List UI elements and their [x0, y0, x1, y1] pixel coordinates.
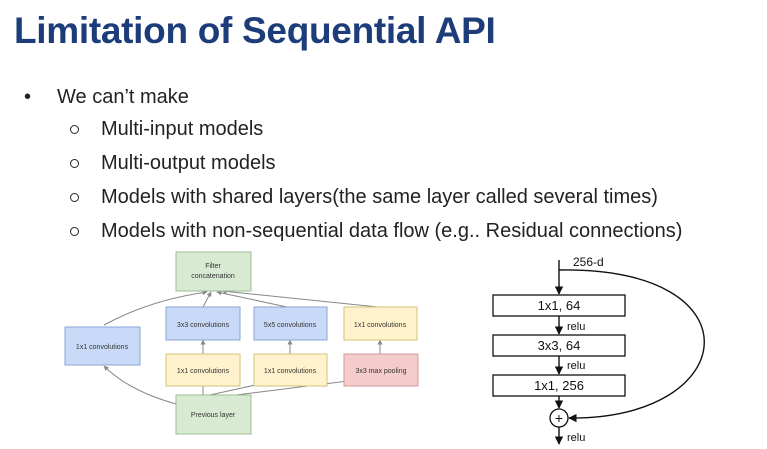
top-conv-box: 1x1 convolutions [343, 306, 418, 341]
sub-bullet-circle [70, 193, 79, 202]
residual-layer-box: 3x3, 64 [492, 334, 626, 357]
filter-concat-label: concatenation [191, 273, 235, 280]
residual-layer-label: 1x1, 256 [534, 378, 584, 393]
bottom-conv-label: 1x1 convolutions [177, 368, 230, 375]
top-conv-label: 1x1 convolutions [354, 322, 407, 329]
max-pool-label: 3x3 max pooling [356, 368, 407, 375]
top-conv-label: 3x3 convolutions [177, 322, 230, 329]
left-conv-label: 1x1 convolutions [76, 344, 129, 351]
top-conv-box: 5x5 convolutions [253, 306, 328, 341]
filter-concat-box: Filter concatenation [175, 251, 252, 292]
bullet-text: We can’t make [57, 86, 189, 108]
sub-item: Multi-input models [101, 118, 264, 140]
previous-layer-label: Previous layer [191, 412, 236, 419]
top-conv-label: 5x5 convolutions [264, 322, 317, 329]
residual-layer-label: 1x1, 64 [538, 298, 581, 313]
left-conv-box: 1x1 convolutions [64, 326, 141, 366]
previous-layer-box: Previous layer [175, 394, 252, 435]
relu-label: relu [567, 432, 585, 444]
add-symbol: + [555, 410, 563, 426]
sub-item: Models with shared layers(the same layer… [101, 186, 658, 208]
top-conv-box: 3x3 convolutions [165, 306, 241, 341]
sub-bullet-circle [70, 125, 79, 134]
residual-layer-label: 3x3, 64 [538, 338, 581, 353]
slide-title: Limitation of Sequential API [14, 10, 496, 51]
relu-label: relu [567, 360, 585, 372]
residual-layer-box: 1x1, 256 [492, 374, 626, 397]
residual-arrows [554, 260, 705, 445]
bottom-conv-box: 1x1 convolutions [253, 353, 328, 387]
sub-bullet-circle [70, 159, 79, 168]
sub-item: Multi-output models [101, 152, 276, 174]
sub-item: Models with non-sequential data flow (e.… [101, 220, 683, 242]
filter-concat-label: Filter [205, 263, 221, 270]
input-dim-label: 256-d [573, 255, 604, 269]
max-pool-box: 3x3 max pooling [343, 353, 419, 387]
sub-bullet-circle [70, 227, 79, 236]
bullet-dot: • [24, 86, 32, 108]
bottom-conv-box: 1x1 convolutions [165, 353, 241, 387]
residual-layer-box: 1x1, 64 [492, 294, 626, 317]
add-node-icon: + [549, 408, 569, 428]
relu-label: relu [567, 321, 585, 333]
bottom-conv-label: 1x1 convolutions [264, 368, 317, 375]
